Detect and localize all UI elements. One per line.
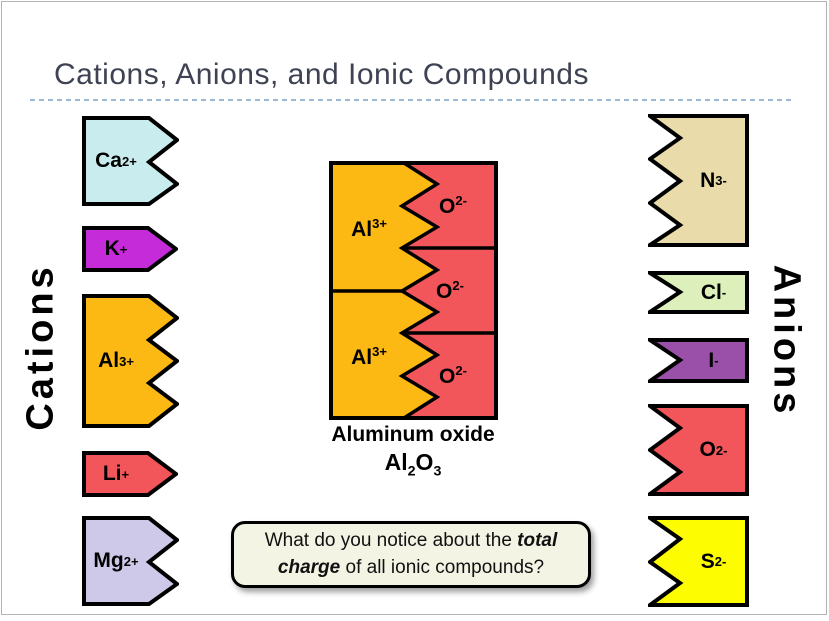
- compound-anion-region: [402, 163, 496, 418]
- ion-label: Cl-: [700, 280, 727, 304]
- question-emphasis: total charge: [277, 530, 558, 578]
- ion-label: Li+: [102, 462, 130, 485]
- puzzle-piece-2-teeth: [82, 516, 179, 606]
- question-callout: What do you notice about the total charg…: [231, 521, 591, 589]
- slide-title: Cations, Anions, and Ionic Compounds: [54, 58, 589, 91]
- ion-label: I-: [708, 348, 719, 372]
- compound-cation-label: Al3+: [351, 344, 387, 369]
- compound-caption: Aluminum oxide Al2O3: [299, 423, 527, 480]
- puzzle-piece-3-notches: [648, 114, 749, 247]
- compound-name: Aluminum oxide: [331, 423, 495, 446]
- interlocked-puzzle-graphic: [329, 161, 498, 420]
- compound-anion-label: O2-: [436, 278, 464, 303]
- cation-shape-potassium: K+: [82, 226, 178, 272]
- puzzle-piece-1-notch: [648, 338, 749, 383]
- compound-anion-label: O2-: [439, 193, 467, 218]
- puzzle-piece-3-teeth: [82, 294, 179, 428]
- puzzle-piece-2-teeth: [82, 116, 179, 206]
- cations-axis-label: Cations: [19, 263, 62, 431]
- puzzle-piece-2-notches: [648, 516, 749, 607]
- cation-shape-lithium: Li+: [82, 451, 178, 497]
- anion-shape-chloride: Cl-: [648, 271, 749, 314]
- puzzle-piece-1-tooth: [82, 226, 178, 272]
- anion-shape-iodide: I-: [648, 338, 749, 383]
- ion-label: K+: [104, 237, 128, 260]
- anions-axis-label: Anions: [765, 264, 808, 418]
- compound-cation-label: Al3+: [351, 216, 387, 241]
- puzzle-piece-2-notches: [648, 404, 749, 496]
- puzzle-piece-1-notch: [648, 271, 749, 314]
- puzzle-piece-1-tooth: [82, 451, 178, 497]
- compound-anion-label: O2-: [439, 363, 467, 388]
- compound-formula: Al2O3: [384, 449, 442, 480]
- question-text: What do you notice about the total charg…: [264, 530, 558, 578]
- title-underline: [30, 99, 795, 101]
- compound-diagram-aluminum-oxide: Al3+ Al3+ O2- O2- O2-: [329, 161, 498, 420]
